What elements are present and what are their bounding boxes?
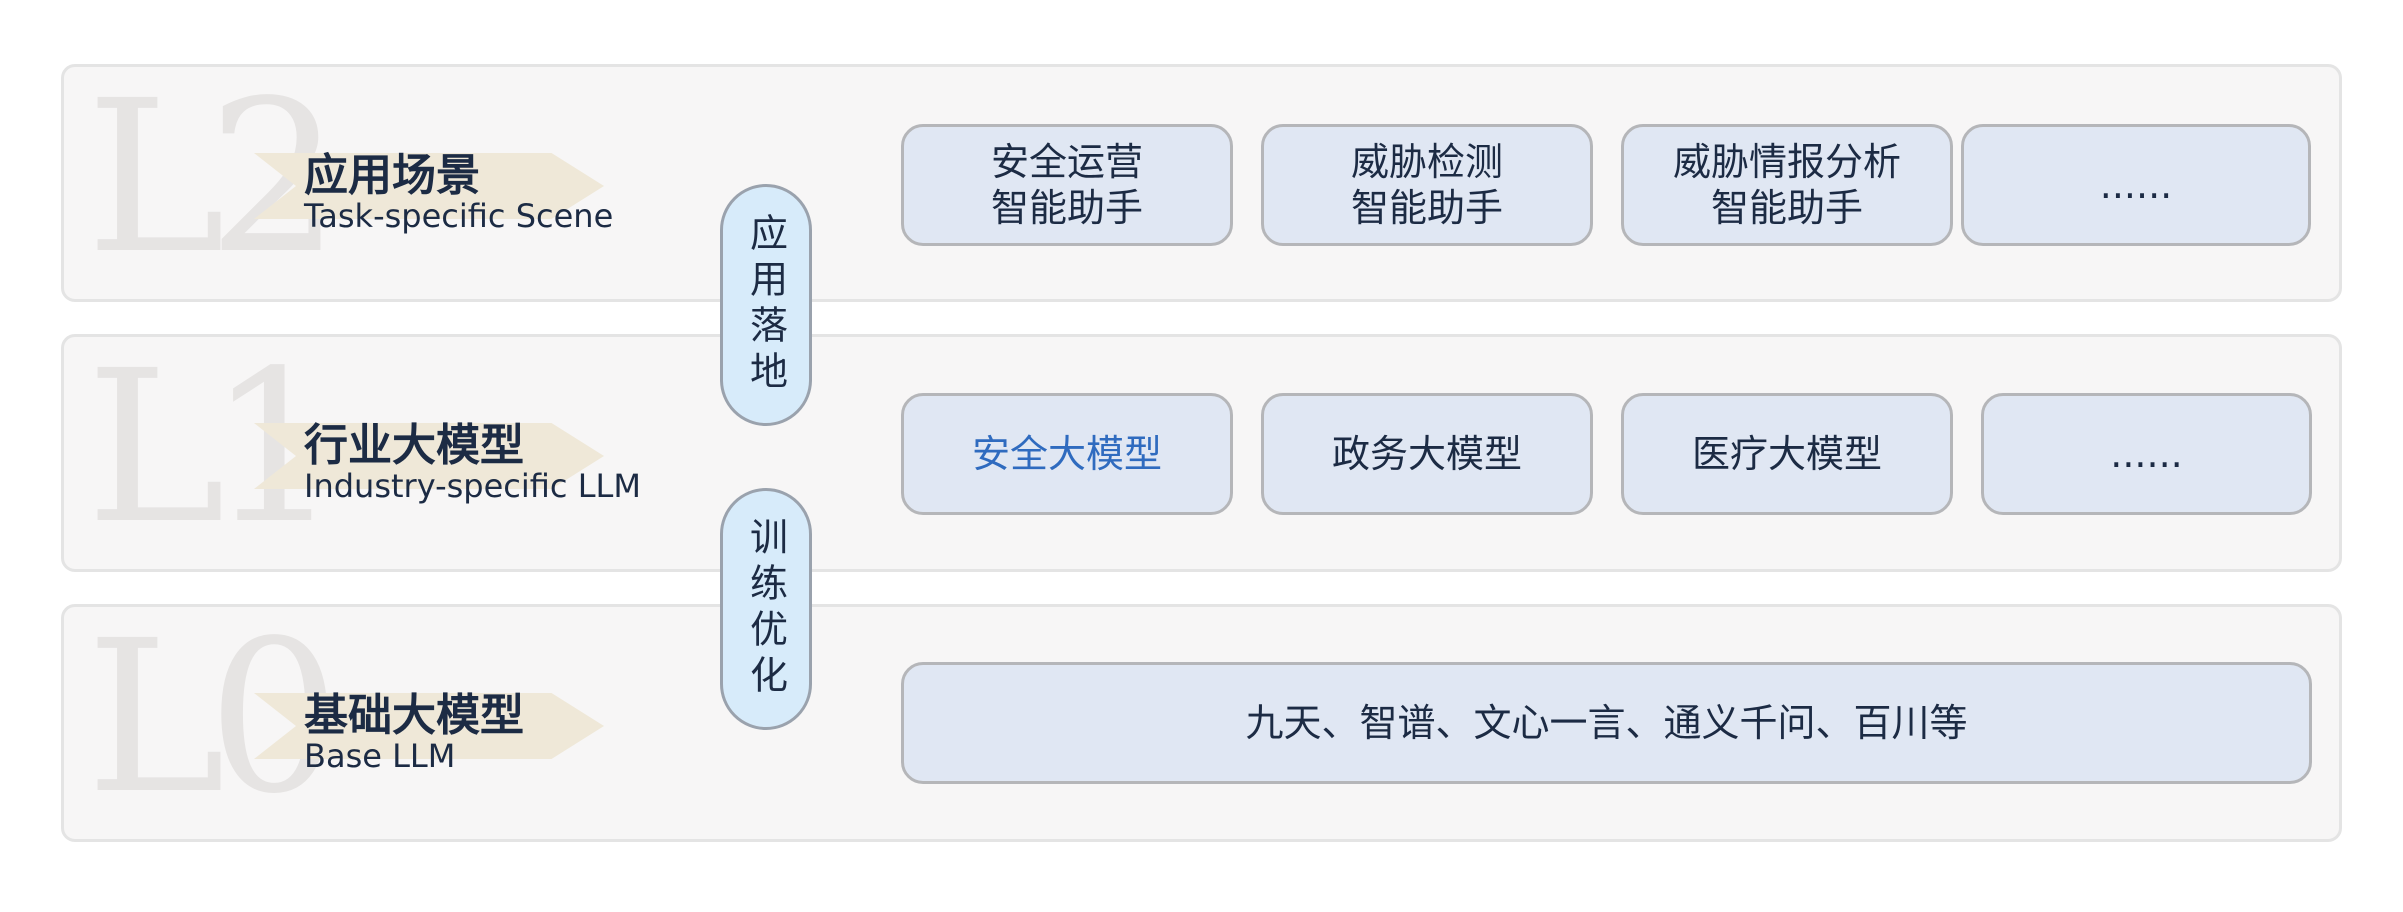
box-line: 智能助手 [1350,186,1503,230]
box-line: 威胁情报分析 [1672,140,1901,184]
layer-l2-title: 应用场景 [304,150,480,201]
layer-l1-subtitle: Industry-specific LLM [304,467,641,505]
scene-threat-intel-box[interactable]: 威胁情报分析 智能助手 [1621,124,1953,246]
box-line: 九天、智谱、文心一言、通义千问、百川等 [1245,701,1968,745]
box-line: 智能助手 [990,186,1143,230]
base-llm-list-box[interactable]: 九天、智谱、文心一言、通义千问、百川等 [901,662,2312,784]
layer-l2-arrow-shape [254,153,604,219]
llm-medical-box[interactable]: 医疗大模型 [1621,393,1953,515]
layer-l0-arrow-shape [254,693,604,759]
box-line: 政务大模型 [1331,432,1522,476]
pill-label: 训练优化 [743,517,788,701]
scene-security-ops-box[interactable]: 安全运营 智能助手 [901,124,1233,246]
llm-more-box[interactable]: ...... [1981,393,2312,515]
layer-l1-arrow-shape [254,423,604,489]
layer-l2-subtitle: Task-specific Scene [304,197,614,235]
layer-l0-subtitle: Base LLM [304,737,456,775]
layer-l0-panel: L0 基础大模型 Base LLM [61,604,2342,842]
box-line: 智能助手 [1710,186,1863,230]
box-line: 医疗大模型 [1691,432,1882,476]
llm-security-box[interactable]: 安全大模型 [901,393,1233,515]
box-line: ...... [2099,163,2173,207]
layer-l0-title: 基础大模型 [304,690,524,741]
box-line: 安全运营 [990,140,1143,184]
layer-l1-title: 行业大模型 [304,420,524,471]
apply-landing-pill: 应用落地 [720,184,812,426]
scene-threat-detection-box[interactable]: 威胁检测 智能助手 [1261,124,1593,246]
pill-label: 应用落地 [743,213,788,397]
box-line: ...... [2110,432,2183,476]
box-line: 威胁检测 [1350,140,1503,184]
scene-more-box[interactable]: ...... [1961,124,2311,246]
llm-government-box[interactable]: 政务大模型 [1261,393,1593,515]
box-line: 安全大模型 [971,432,1162,476]
training-optimization-pill: 训练优化 [720,488,812,730]
